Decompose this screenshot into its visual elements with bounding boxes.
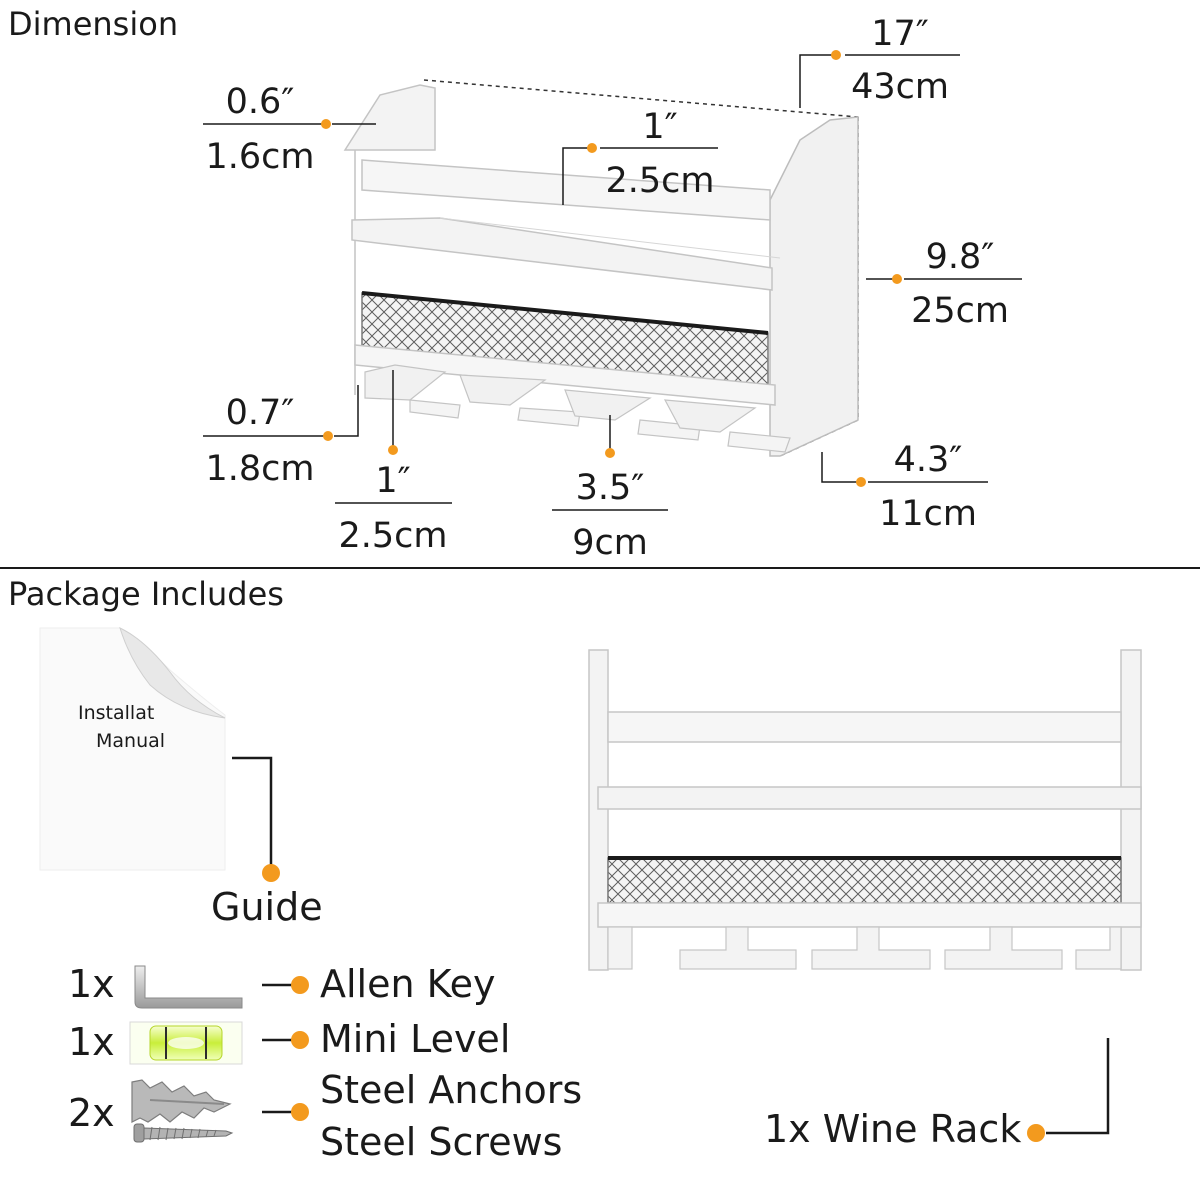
slot-spacing-metric: 9cm <box>572 523 648 563</box>
depth-imperial: 4.3″ <box>894 440 963 480</box>
manual-line1: Installat <box>78 702 154 724</box>
allen-key-qty: 1x <box>68 962 115 1006</box>
width-metric: 43cm <box>851 67 949 107</box>
slot-spacing-imperial: 3.5″ <box>576 468 645 508</box>
dim-top-board: 0.6″ 1.6cm <box>203 82 376 177</box>
bottom-board-metric: 1.8cm <box>206 449 315 489</box>
bottom-board-imperial: 0.7″ <box>226 393 295 433</box>
steel-anchor-icon <box>131 1079 232 1123</box>
installation-manual: Installat Manual Guide <box>39 627 323 929</box>
dim-depth: 4.3″ 11cm <box>821 440 988 534</box>
dimension-title: Dimension <box>8 5 178 43</box>
item-mini-level: 1x Mini Level <box>68 1017 510 1065</box>
width-imperial: 17″ <box>871 14 929 54</box>
dim-width: 17″ 43cm <box>799 14 960 108</box>
mini-level-label: Mini Level <box>320 1017 510 1061</box>
dim-bottom-board: 0.7″ 1.8cm <box>203 385 359 489</box>
shelf-gap-imperial: 1″ <box>642 107 677 147</box>
height-metric: 25cm <box>911 291 1009 331</box>
wine-rack-label: 1x Wine Rack <box>764 1107 1021 1151</box>
allen-key-label: Allen Key <box>320 962 496 1006</box>
item-anchors-screws: 2x Steel Anchors Steel Screws <box>68 1068 582 1164</box>
mini-level-icon <box>129 1021 243 1065</box>
height-imperial: 9.8″ <box>926 237 995 277</box>
shelf-gap-metric: 2.5cm <box>606 161 715 201</box>
wine-rack-front-view <box>588 649 1142 971</box>
mini-level-qty: 1x <box>68 1020 115 1064</box>
item-allen-key: 1x Allen Key <box>68 962 496 1009</box>
dim-slot-width: 1″ 2.5cm <box>335 370 452 556</box>
depth-metric: 11cm <box>879 494 977 534</box>
steel-anchors-label: Steel Anchors <box>320 1068 582 1112</box>
steel-screw-icon <box>133 1123 234 1143</box>
anchors-qty: 2x <box>68 1091 115 1135</box>
dim-slot-spacing: 3.5″ 9cm <box>552 415 668 563</box>
steel-screws-label: Steel Screws <box>320 1120 562 1164</box>
slot-width-imperial: 1″ <box>375 461 410 501</box>
manual-line2: Manual <box>96 730 165 752</box>
guide-label: Guide <box>211 885 323 929</box>
allen-key-icon <box>134 965 243 1009</box>
wine-rack-callout: 1x Wine Rack <box>764 1038 1110 1151</box>
top-board-imperial: 0.6″ <box>226 82 295 122</box>
top-board-metric: 1.6cm <box>206 137 315 177</box>
page-curl <box>119 627 226 719</box>
dim-height: 9.8″ 25cm <box>866 237 1022 331</box>
dim-shelf-gap: 1″ 2.5cm <box>562 107 718 205</box>
slot-width-metric: 2.5cm <box>339 516 448 556</box>
wine-rack-dimension-view <box>343 79 859 457</box>
package-title: Package Includes <box>8 575 284 613</box>
